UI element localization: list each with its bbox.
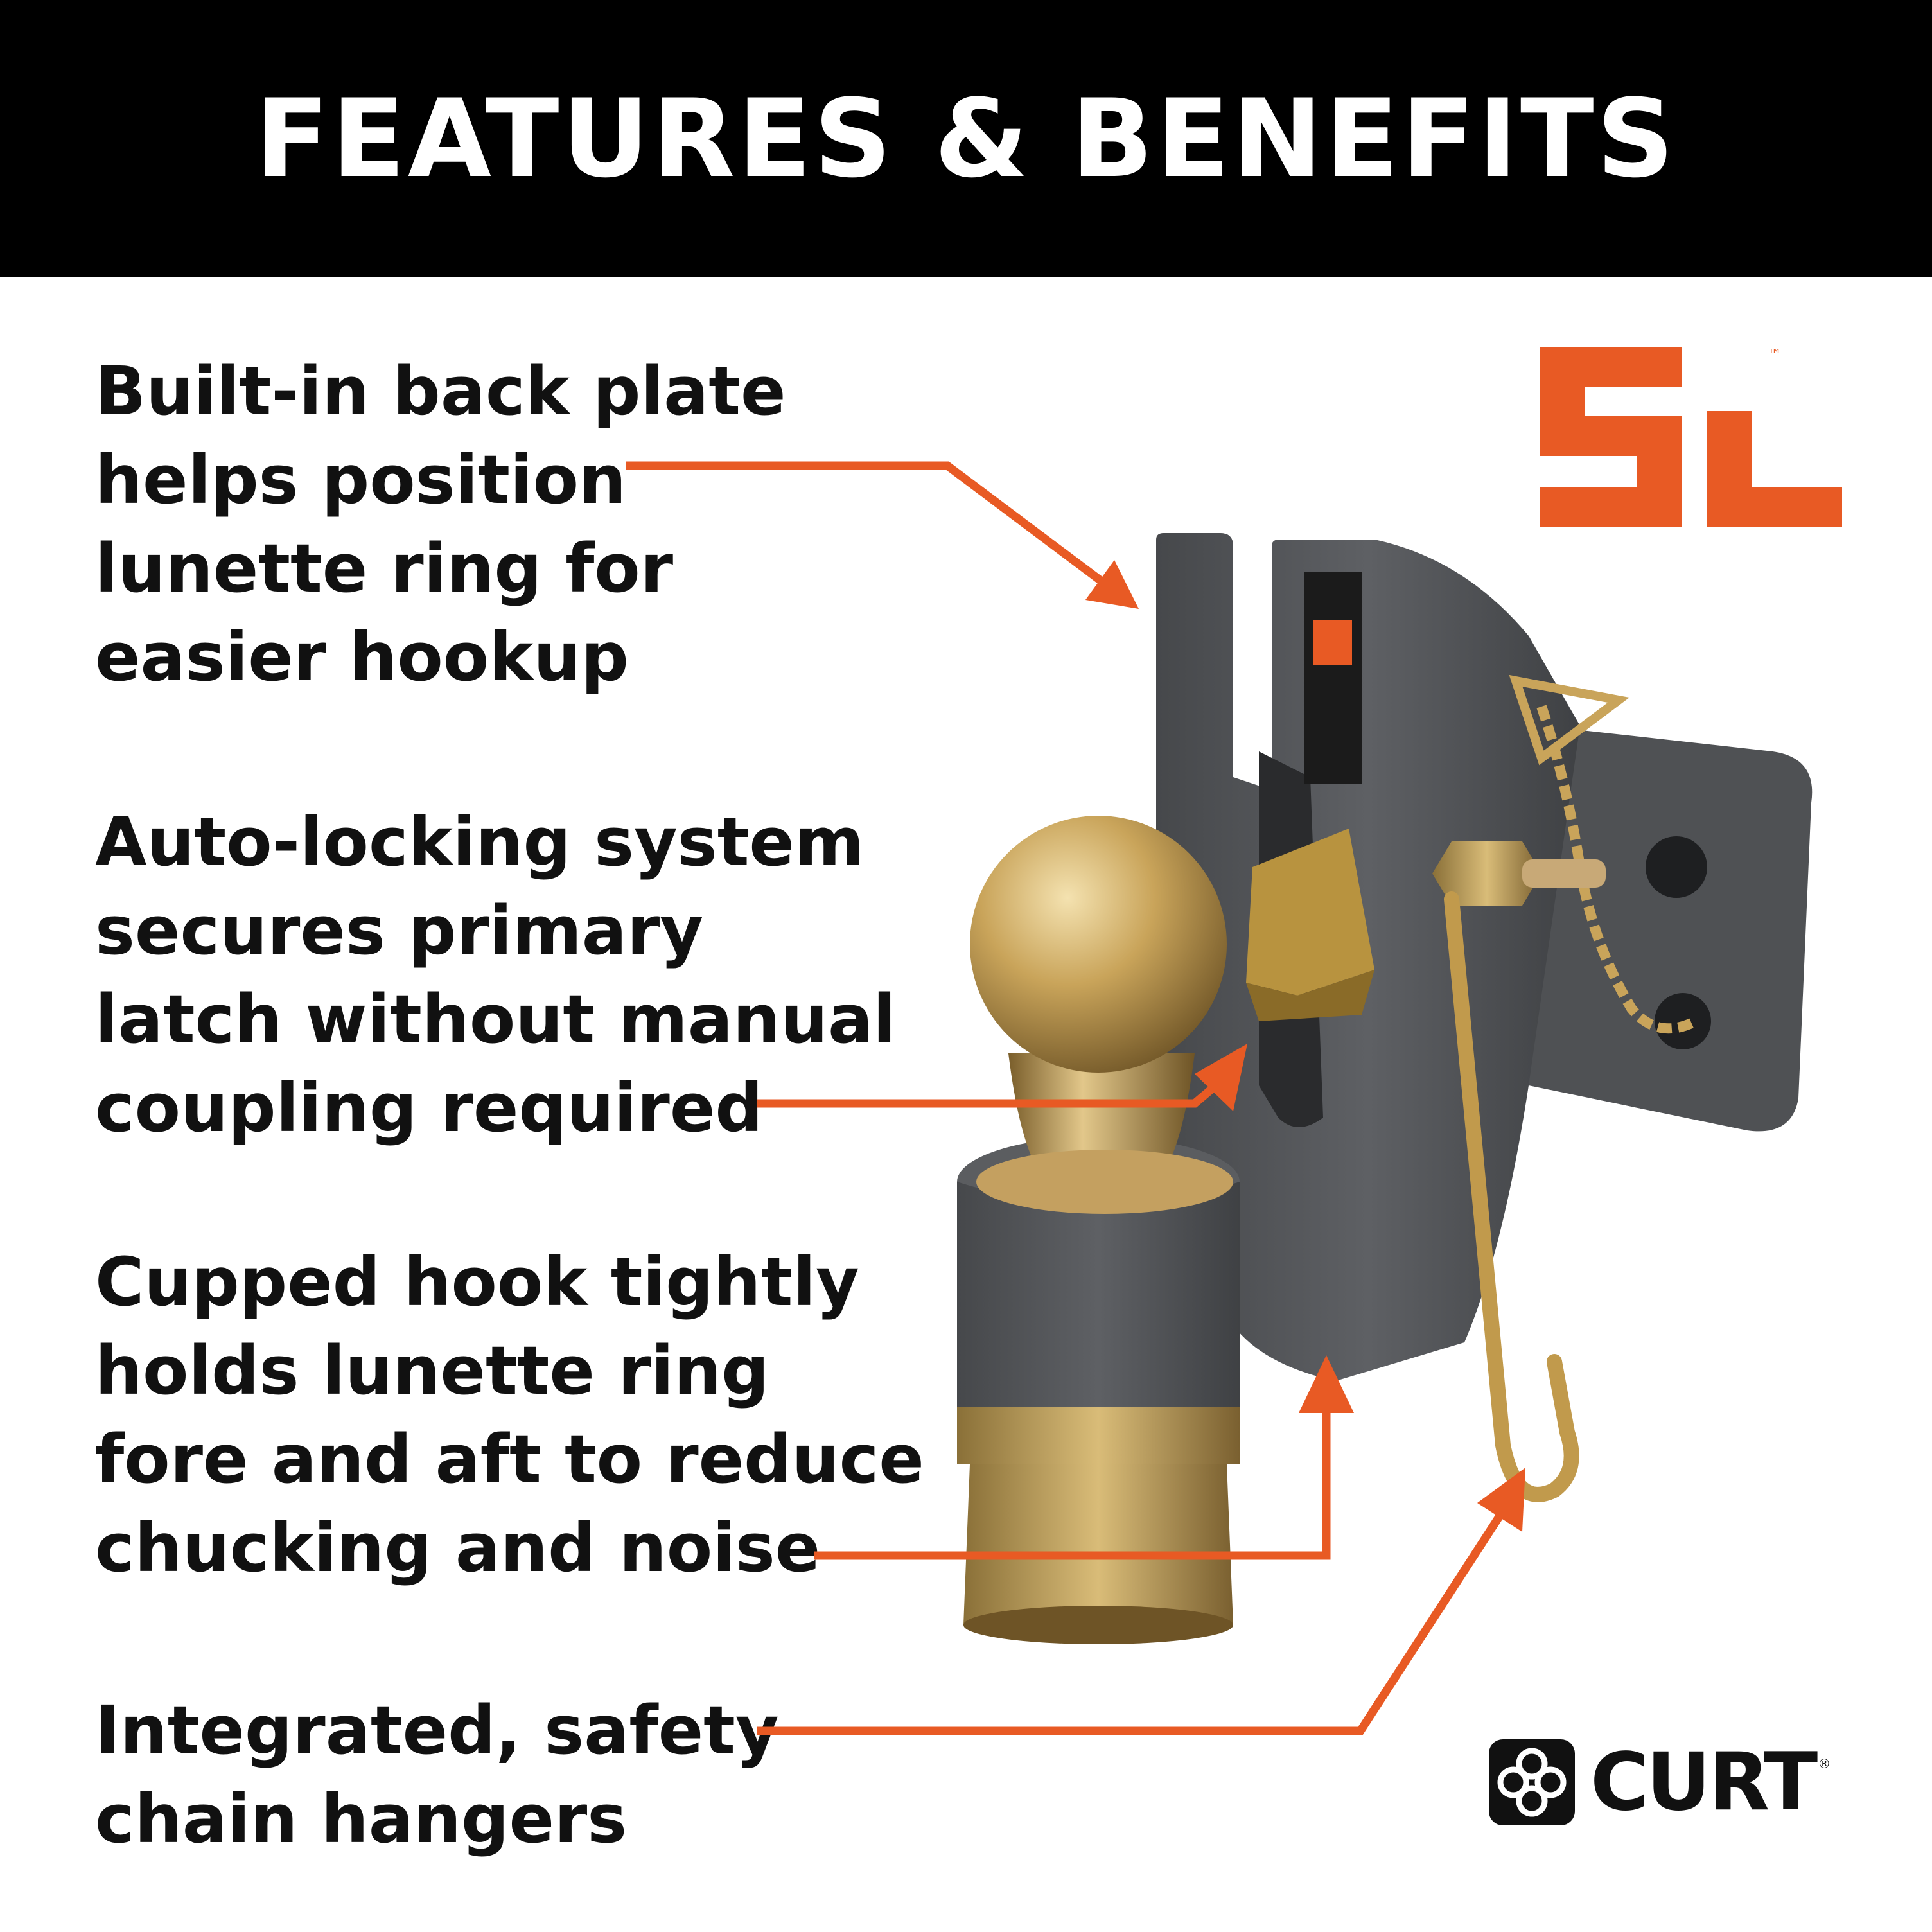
shank-nut-upper xyxy=(957,1407,1240,1464)
feature-line: lunette ring for xyxy=(95,529,674,608)
hex-nut xyxy=(1432,841,1541,906)
feature-line: secures primary xyxy=(95,891,704,970)
ball-collar xyxy=(976,1150,1233,1214)
feature-line: holds lunette ring xyxy=(95,1331,769,1410)
curt-emblem-icon xyxy=(1489,1739,1575,1825)
feature-line: Cupped hook tightly xyxy=(95,1243,859,1321)
shank-nut-lower xyxy=(963,1464,1233,1625)
label-plate xyxy=(1304,572,1362,784)
feature-line: Auto-locking system xyxy=(95,803,865,881)
feature-back-plate: Built-in back plate helps position lunet… xyxy=(95,347,898,701)
registered-mark: ® xyxy=(1818,1756,1831,1771)
feature-safety-chain: Integrated, safety chain hangers xyxy=(95,1686,898,1863)
header-bar: FEATURES & BENEFITS xyxy=(0,0,1932,277)
shank-nut-base xyxy=(963,1606,1233,1644)
curt-wordmark: CURT xyxy=(1590,1736,1818,1829)
pintle-hook-image xyxy=(957,533,1813,1644)
feature-line: helps position xyxy=(95,441,627,519)
feature-line: easier hookup xyxy=(95,618,629,696)
feature-line: chain hangers xyxy=(95,1780,628,1858)
bolt-thread xyxy=(1522,859,1606,888)
feature-cupped-hook: Cupped hook tightly holds lunette ring f… xyxy=(95,1238,924,1592)
mounting-hole xyxy=(1646,836,1707,898)
sl-logo-s xyxy=(1540,347,1682,527)
mounting-plate xyxy=(1529,726,1813,1132)
feature-line: coupling required xyxy=(95,1069,763,1147)
pin-handle xyxy=(1509,674,1629,766)
feature-line: chucking and noise xyxy=(95,1509,821,1587)
trademark-mark: ™ xyxy=(1768,347,1782,363)
latch-plate xyxy=(1246,829,1374,996)
chain xyxy=(1536,705,1698,1034)
securelatch-logo xyxy=(1540,347,1842,527)
feature-line: Built-in back plate xyxy=(95,352,786,430)
feature-line: latch without manual xyxy=(95,980,896,1058)
feature-line: fore and aft to reduce xyxy=(95,1420,924,1498)
hitch-ball xyxy=(970,816,1227,1073)
page-title: FEATURES & BENEFITS xyxy=(255,76,1677,202)
feature-line: Integrated, safety xyxy=(95,1691,779,1770)
feature-auto-locking: Auto-locking system secures primary latc… xyxy=(95,798,898,1152)
curt-logo: CURT ® xyxy=(1484,1734,1843,1831)
sl-logo-l xyxy=(1707,411,1842,527)
ball-mount-body xyxy=(957,1182,1240,1445)
label-accent xyxy=(1313,620,1352,665)
latch-plate-shade xyxy=(1246,970,1374,1021)
